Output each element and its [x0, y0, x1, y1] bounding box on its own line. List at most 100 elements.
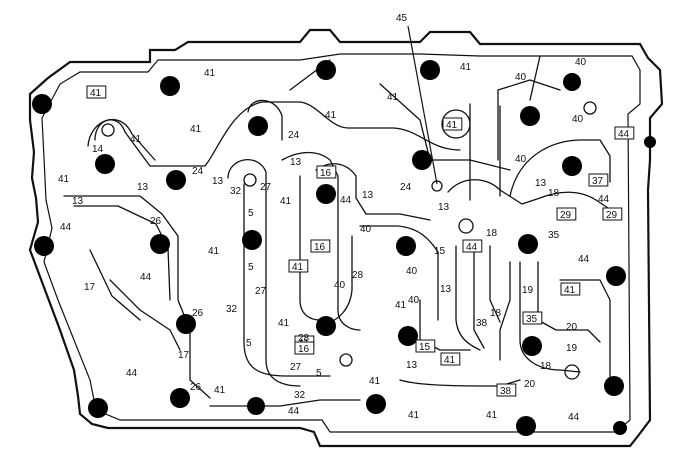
inner-outline: [41, 53, 641, 433]
passage-label: 44: [60, 222, 72, 233]
passage-label: 44: [466, 242, 478, 253]
bolt-hole: [563, 73, 581, 91]
bolt-hole: [613, 421, 627, 435]
bolt-hole: [606, 266, 626, 286]
bolt-hole: [518, 234, 538, 254]
passage-label: 40: [360, 224, 372, 235]
passage-label: 19: [566, 343, 578, 354]
label-box: [288, 259, 309, 273]
bolt-hole: [562, 156, 582, 176]
label-box: [522, 311, 543, 325]
passage-label: 13: [362, 190, 374, 201]
passage-label: 44: [598, 194, 610, 205]
plate-outline: [28, 28, 664, 448]
passage-label: 44: [340, 195, 352, 206]
bolt-hole: [160, 76, 180, 96]
bolt-hole: [166, 170, 186, 190]
passage-label: 41: [208, 246, 220, 257]
label-box: [556, 207, 577, 221]
passage-label: 13: [72, 196, 84, 207]
passage-label: 24: [288, 130, 300, 141]
passage-label: 27: [290, 362, 302, 373]
bolt-hole: [247, 397, 265, 415]
passage-label: 13: [290, 157, 302, 168]
bolt-hole: [176, 314, 196, 334]
passage-label: 27: [255, 286, 267, 297]
passage-label: 41: [214, 385, 226, 396]
passage-label: 26: [190, 382, 202, 393]
passage-label: 35: [526, 314, 538, 325]
passage-label: 35: [548, 230, 560, 241]
passage-label: 44: [126, 368, 138, 379]
passage-label: 44: [140, 272, 152, 283]
label-box: [440, 352, 461, 366]
passage-label: 40: [515, 72, 527, 83]
bolt-hole: [644, 136, 656, 148]
passage-label: 27: [260, 182, 272, 193]
passage-label: 28: [298, 333, 310, 344]
passage-label: 5: [246, 338, 252, 349]
passage-label: 13: [406, 360, 418, 371]
label-box: [415, 339, 436, 353]
passage-label: 41: [130, 134, 142, 145]
passage-label: 13: [535, 178, 547, 189]
passage-label: 24: [400, 182, 412, 193]
passage-label: 40: [572, 114, 584, 125]
bolt-hole: [316, 316, 336, 336]
bolt-hole: [398, 326, 418, 346]
bolt-hole: [242, 230, 262, 250]
passage-labels: 4141414141414140404040414414411313241332…: [58, 57, 635, 423]
passage-label: 41: [292, 262, 304, 273]
label-box: [588, 173, 609, 187]
passage-label: 32: [226, 304, 238, 315]
passage-label: 41: [58, 174, 70, 185]
passage-label: 41: [460, 62, 472, 73]
label-box: [442, 117, 463, 131]
bolt-hole: [316, 184, 336, 204]
bolt-hole: [316, 60, 336, 80]
passage-label: 18: [548, 188, 560, 199]
passage-label: 24: [192, 166, 204, 177]
passage-label: 41: [278, 318, 290, 329]
passage-label: 41: [486, 410, 498, 421]
passage-label: 44: [618, 129, 630, 140]
bolt-hole: [420, 60, 440, 80]
passage-label: 41: [190, 124, 202, 135]
passage-label: 26: [192, 308, 204, 319]
passage-label: 40: [515, 154, 527, 165]
passage-label: 28: [352, 270, 364, 281]
bolt-hole: [366, 394, 386, 414]
passage-label: 26: [150, 216, 162, 227]
passage-label: 16: [298, 344, 310, 355]
passage-label: 5: [248, 208, 254, 219]
passage-label: 41: [408, 410, 420, 421]
passage-label: 14: [92, 144, 104, 155]
bolt-hole: [520, 106, 540, 126]
passage-label: 32: [294, 390, 306, 401]
bolt-hole: [88, 398, 108, 418]
passage-label: 44: [288, 406, 300, 417]
bolt-hole: [412, 150, 432, 170]
passage-label: 29: [560, 210, 572, 221]
bolt-hole: [522, 336, 542, 356]
label-box: [496, 383, 517, 397]
bolt-hole: [95, 154, 115, 174]
callout-number: 45: [396, 13, 408, 24]
label-box: [560, 282, 581, 296]
passage-label: 16: [314, 242, 326, 253]
passage-label: 41: [90, 88, 102, 99]
label-box: [294, 341, 315, 355]
label-box: [462, 239, 483, 253]
bolt-hole: [604, 376, 624, 396]
passage-label: 5: [316, 368, 322, 379]
bolt-hole: [516, 416, 536, 436]
passage-label: 15: [434, 246, 446, 257]
passage-label: 18: [486, 228, 498, 239]
passage-label: 44: [568, 412, 580, 423]
passage-label: 41: [395, 300, 407, 311]
passage-label: 13: [212, 176, 224, 187]
passage-label: 40: [408, 295, 420, 306]
bolt-hole: [396, 236, 416, 256]
